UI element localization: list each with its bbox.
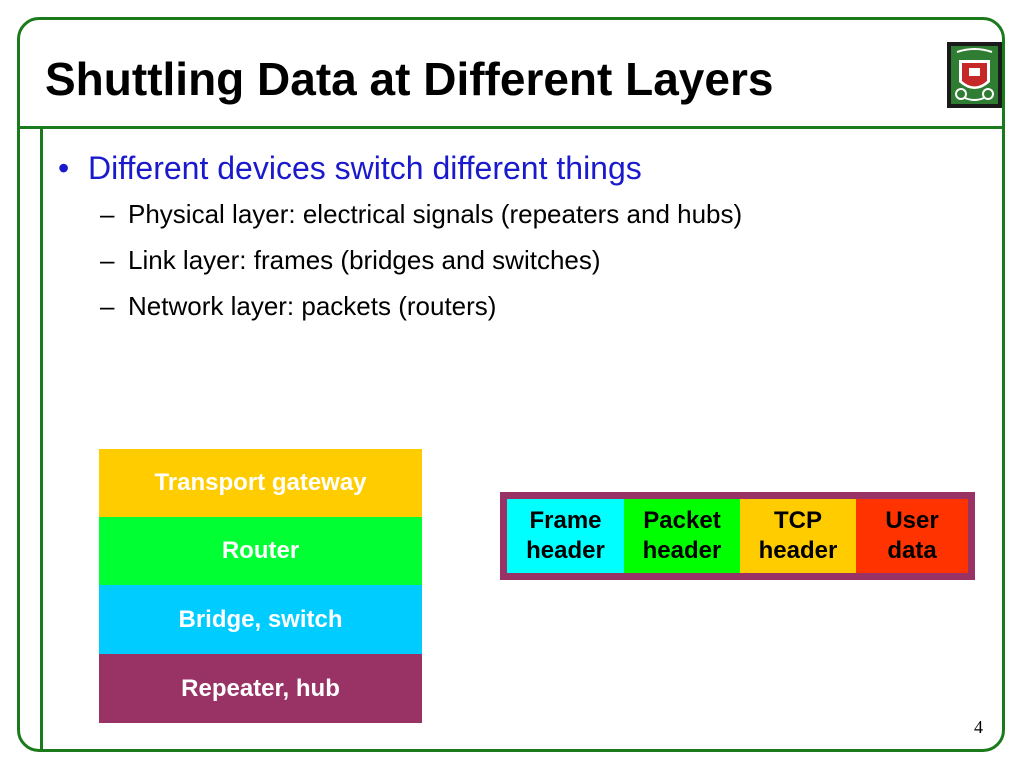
packet-field-tcp-header: TCP header bbox=[740, 499, 856, 573]
field-label-line1: TCP bbox=[773, 507, 822, 534]
bullet-list: • Different devices switch different thin… bbox=[58, 148, 742, 330]
sub-bullet-text: Physical layer: electrical signals (repe… bbox=[128, 199, 743, 229]
packet-field-frame-header: Frame header bbox=[507, 499, 624, 573]
sub-bullet-marker: – bbox=[100, 291, 115, 321]
device-layer-stack: Transport gateway Router Bridge, switch … bbox=[99, 449, 422, 723]
bullet-main: • Different devices switch different thin… bbox=[58, 148, 742, 192]
slide-frame bbox=[17, 17, 1005, 752]
layer-transport-gateway: Transport gateway bbox=[99, 449, 422, 517]
left-margin-rule bbox=[40, 126, 43, 752]
sub-bullet-marker: – bbox=[100, 245, 115, 275]
field-label-line2: header bbox=[758, 537, 838, 564]
sub-bullet-link: –Link layer: frames (bridges and switche… bbox=[100, 238, 742, 284]
packet-field-packet-header: Packet header bbox=[624, 499, 740, 573]
sub-bullet-text: Network layer: packets (routers) bbox=[128, 291, 497, 321]
sub-bullet-network: –Network layer: packets (routers) bbox=[100, 284, 742, 330]
layer-router: Router bbox=[99, 517, 422, 585]
packet-diagram: Frame header Packet header TCP header Us… bbox=[500, 492, 975, 580]
bullet-marker: • bbox=[58, 150, 70, 186]
slide-title: Shuttling Data at Different Layers bbox=[45, 53, 774, 105]
university-crest-icon bbox=[947, 42, 1002, 108]
layer-bridge-switch: Bridge, switch bbox=[99, 585, 422, 654]
field-label-line2: header bbox=[642, 537, 722, 564]
packet-field-user-data: User data bbox=[856, 499, 968, 573]
field-label-line2: header bbox=[526, 537, 605, 564]
sub-bullet-text: Link layer: frames (bridges and switches… bbox=[128, 245, 601, 275]
field-label-line2: data bbox=[887, 537, 937, 564]
page-number: 4 bbox=[974, 717, 983, 737]
field-label-line1: User bbox=[885, 507, 939, 534]
layer-repeater-hub: Repeater, hub bbox=[99, 654, 422, 723]
field-label-line1: Frame bbox=[529, 507, 602, 534]
field-label-line1: Packet bbox=[643, 507, 721, 534]
bullet-main-text: Different devices switch different thing… bbox=[88, 150, 642, 186]
sub-bullet-physical: –Physical layer: electrical signals (rep… bbox=[100, 192, 742, 238]
sub-bullet-marker: – bbox=[100, 199, 115, 229]
title-divider bbox=[17, 126, 1005, 129]
